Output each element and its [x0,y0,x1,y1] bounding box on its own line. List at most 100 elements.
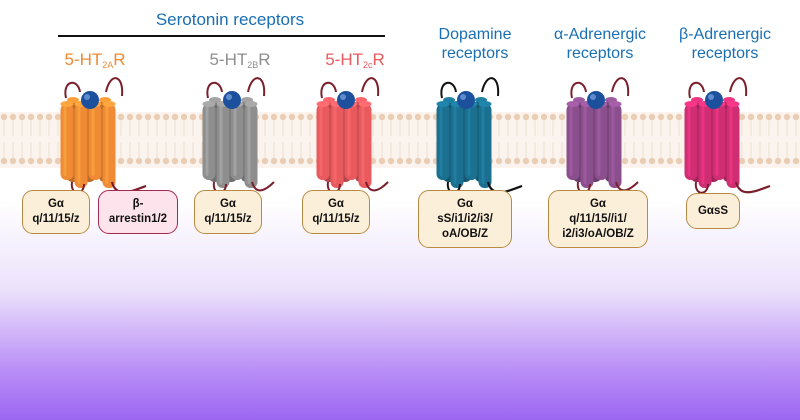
lipid-head-bottom [522,157,530,165]
lipid-head-top [171,113,179,121]
lipid-head-bottom [540,157,548,165]
lipid-head-top [288,113,296,121]
ht2a-gprotein-text: Gα q/11/15/z [32,198,80,225]
beta-icl-1 [694,181,709,194]
ht2a-helix-front [102,104,116,188]
beta-ecl-1 [688,82,705,99]
beta-ecl-2 [729,77,748,97]
ht2a-helix-shine [105,106,109,184]
beta-helix-shine [729,106,733,184]
lipid-head-top [531,113,539,121]
lipid-head-top [792,113,800,121]
lipid-head-bottom [0,157,8,165]
lipid-head-bottom [774,157,782,165]
lipid-head-top [306,113,314,121]
alpha-adrenergic-title: α-Adrenergic receptors [554,26,646,62]
lipid-head-top [9,113,17,121]
ht2b-label-sub: 2B [247,60,259,70]
ht2c-label-tail: R [372,50,385,69]
lipid-head-bottom [639,157,647,165]
ht2c-gprotein-box: Gα q/11/15/z [302,190,370,234]
lipid-head-bottom [288,157,296,165]
ht2c-receptor-icon [316,77,389,194]
lipid-head-bottom [162,157,170,165]
ht2a-gprotein-box: Gα q/11/15/z [22,190,90,234]
lipid-head-bottom [36,157,44,165]
lipid-head-bottom [378,157,386,165]
lipid-head-top [666,113,674,121]
ht2b-helix-front [230,104,244,180]
lipid-head-bottom [405,157,413,165]
lipid-head-bottom [117,157,125,165]
lipid-head-bottom [297,157,305,165]
lipid-head-bottom [135,157,143,165]
ht2b-ligand-ball-icon [223,91,241,109]
alpha-helix-cap [566,101,580,107]
dopamine-helix-shine [439,106,443,176]
lipid-head-bottom [504,157,512,165]
ht2a-helix-front [74,104,88,188]
lipid-head-top [261,113,269,121]
alpha-ecl-2 [611,77,630,97]
lipid-head-bottom [396,157,404,165]
lipid-head-bottom [783,157,791,165]
lipid-head-top [0,113,8,121]
beta-adrenergic-title: β-Adrenergic receptors [679,26,771,62]
dopamine-ligand-highlight [460,94,466,100]
beta-c-tail [734,181,771,194]
lipid-head-top [27,113,35,121]
ht2b-gprotein-box: Gα q/11/15/z [194,190,262,234]
lipid-head-top [513,113,521,121]
beta-helix-front [712,104,726,180]
ht2a-helix-shine [63,106,67,176]
ht2b-helix-cap [244,101,258,107]
ht2a-helix-cap [60,101,74,107]
alpha-ecl-1 [570,82,587,99]
lipid-head-bottom [45,157,53,165]
lipid-head-bottom [675,157,683,165]
alpha-helix-front [594,104,608,180]
lipid-head-bottom [630,157,638,165]
alpha-helix-cap [608,101,622,107]
ht2a-ligand-highlight [84,94,90,100]
lipid-head-top [423,113,431,121]
beta-helix-shine [715,106,719,176]
beta-ligand-ball-icon [705,91,723,109]
ht2a-helix-cap [102,101,116,107]
lipid-head-top [495,113,503,121]
lipid-head-top [639,113,647,121]
ht2c-helix-shine [361,106,365,184]
ht2c-gprotein-text: Gα q/11/15/z [312,198,360,225]
alpha-helix-shine [611,106,615,184]
lipid-head-top [558,113,566,121]
lipid-head-bottom [279,157,287,165]
ht2b-helix-shine [233,106,237,176]
alpha-helix-front [566,104,580,180]
lipid-head-bottom [621,157,629,165]
lipid-head-top [117,113,125,121]
ht2a-label: 5-HT2AR [40,50,150,75]
alpha-ligand-ball-icon [587,91,605,109]
ht2c-ecl-1 [320,82,337,99]
ht2b-helix-front [216,104,230,188]
lipid-head-bottom [495,157,503,165]
ht2c-c-tail [365,181,389,192]
ht2b-helix-shine [247,106,251,184]
ht2c-helix-shine [319,106,323,176]
ht2c-helix-cap [358,101,372,107]
ht2c-label: 5-HT2cR [300,50,410,75]
dopamine-receptor-icon [436,77,523,194]
dopamine-gprotein-text: Gα sS/i1/i2/i3/ oA/OB/Z [437,197,493,240]
dopamine-gprotein-box: Gα sS/i1/i2/i3/ oA/OB/Z [418,190,512,248]
beta-helix-shine [687,106,691,176]
lipid-head-bottom [153,157,161,165]
ht2a-helix-front [60,104,74,180]
dopamine-helix-cap [478,101,492,107]
alpha-gprotein-box: Gα q/11/15//i1/ i2/i3/oA/OB/Z [548,190,648,248]
lipid-head-bottom [648,157,656,165]
dopamine-ligand-ball-icon [457,91,475,109]
dopamine-helix-cap [436,101,450,107]
lipid-head-top [135,113,143,121]
alpha-helix-shine [597,106,601,176]
